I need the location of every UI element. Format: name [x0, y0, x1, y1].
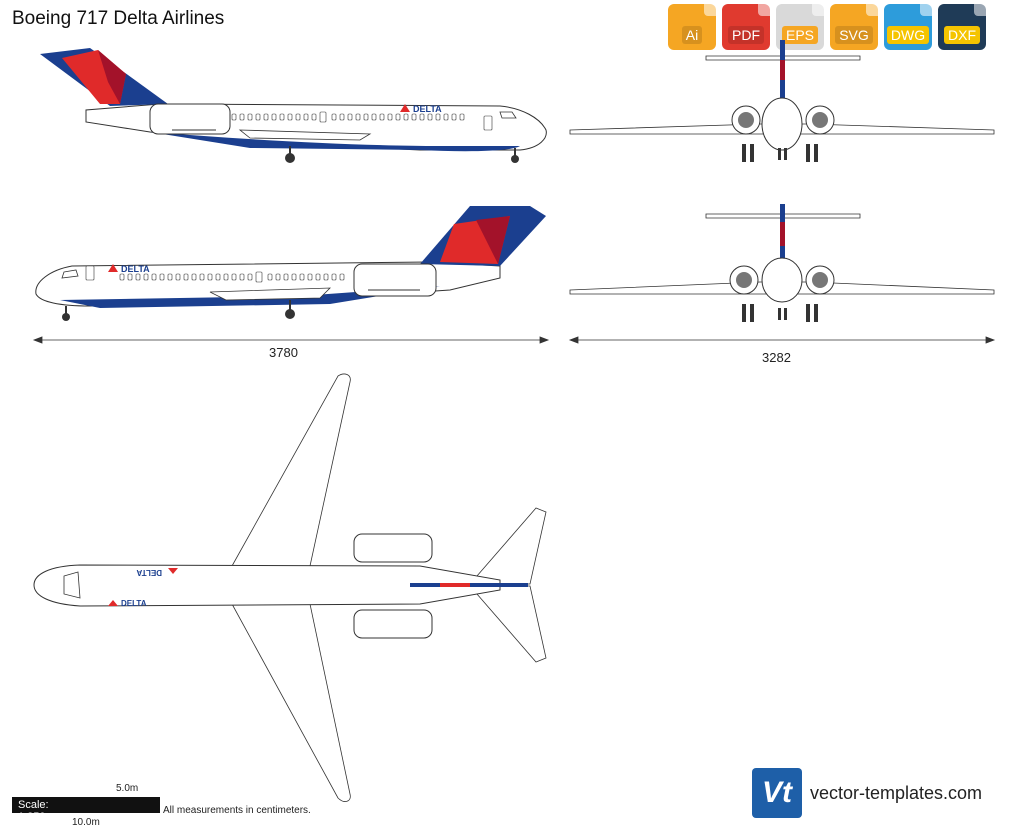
top-logo-widget-lower [108, 600, 118, 606]
format-pdf-button[interactable]: PDF [722, 4, 770, 50]
side-right-logo-text: DELTA [413, 104, 442, 114]
scale-label: Scale: 1:250 [18, 799, 49, 823]
scale-box [12, 797, 160, 813]
top-cockpit [63, 571, 81, 599]
top-logo-widget-upper [168, 568, 178, 574]
side-right-wing [238, 129, 372, 141]
top-engine-lower [353, 609, 433, 639]
brand-text: vector-templates.com [810, 782, 983, 803]
format-ai-button[interactable]: Ai [668, 4, 716, 50]
side-right-windows [231, 111, 493, 131]
side-left-wing [209, 287, 331, 301]
scale-five-label: 5.0m [116, 783, 139, 794]
side-left-logo-widget [108, 264, 118, 272]
brand-logo-icon: Vt [752, 768, 802, 818]
measurement-note: All measurements in centimeters. [163, 805, 311, 816]
side-view-right: DELTA [40, 48, 547, 163]
page-title: Boeing 717 Delta Airlines [12, 8, 225, 29]
length-dimension-line [32, 336, 550, 344]
side-view-left: DELTA [35, 206, 546, 321]
format-buttons: Ai PDF EPS SVG DWG DXF [668, 4, 986, 50]
side-left-logo-text: DELTA [121, 264, 150, 274]
top-view: DELTA DELTA [33, 373, 547, 802]
top-logo-text-upper: DELTA [136, 568, 162, 577]
span-dimension-value: 3282 [762, 350, 791, 365]
side-right-belly-stripe [150, 132, 520, 152]
rear-fuselage [761, 257, 803, 303]
front-fuselage [761, 97, 803, 151]
format-eps-label: EPS [781, 26, 818, 44]
format-dwg-button[interactable]: DWG [884, 4, 932, 50]
side-right-logo-widget [400, 104, 410, 112]
top-wing-upper [231, 373, 351, 567]
top-tail-upper [469, 507, 547, 585]
format-ai-label: Ai [681, 26, 703, 44]
format-svg-button[interactable]: SVG [830, 4, 878, 50]
side-left-windows [85, 265, 345, 283]
top-tail-lower [469, 585, 547, 663]
format-dxf-button[interactable]: DXF [938, 4, 986, 50]
side-left-gear [62, 300, 295, 321]
front-view [569, 40, 995, 162]
length-dimension-value: 3780 [269, 345, 298, 360]
rear-gear [742, 304, 818, 322]
front-gear [742, 144, 818, 162]
side-left-engine [353, 263, 437, 297]
side-right-cockpit [499, 111, 517, 119]
side-left-cockpit [61, 269, 79, 279]
format-dxf-label: DXF [944, 26, 980, 44]
format-svg-label: SVG [835, 26, 873, 44]
brand-footer[interactable]: Vt vector-templates.com [752, 768, 982, 818]
top-logo-text-lower: DELTA [121, 599, 147, 608]
side-right-gear [285, 146, 519, 163]
format-eps-button[interactable]: EPS [776, 4, 824, 50]
side-right-tail-darkred [98, 50, 126, 104]
top-engine-upper [353, 533, 433, 563]
side-left-tail-darkred [476, 216, 510, 264]
format-dwg-label: DWG [886, 26, 930, 44]
side-right-engine [149, 103, 231, 135]
scale-ten-label: 10.0m [72, 817, 100, 828]
span-dimension-line [568, 336, 996, 344]
rear-view [569, 204, 995, 322]
top-wing-lower [231, 603, 351, 802]
format-pdf-label: PDF [728, 26, 764, 44]
